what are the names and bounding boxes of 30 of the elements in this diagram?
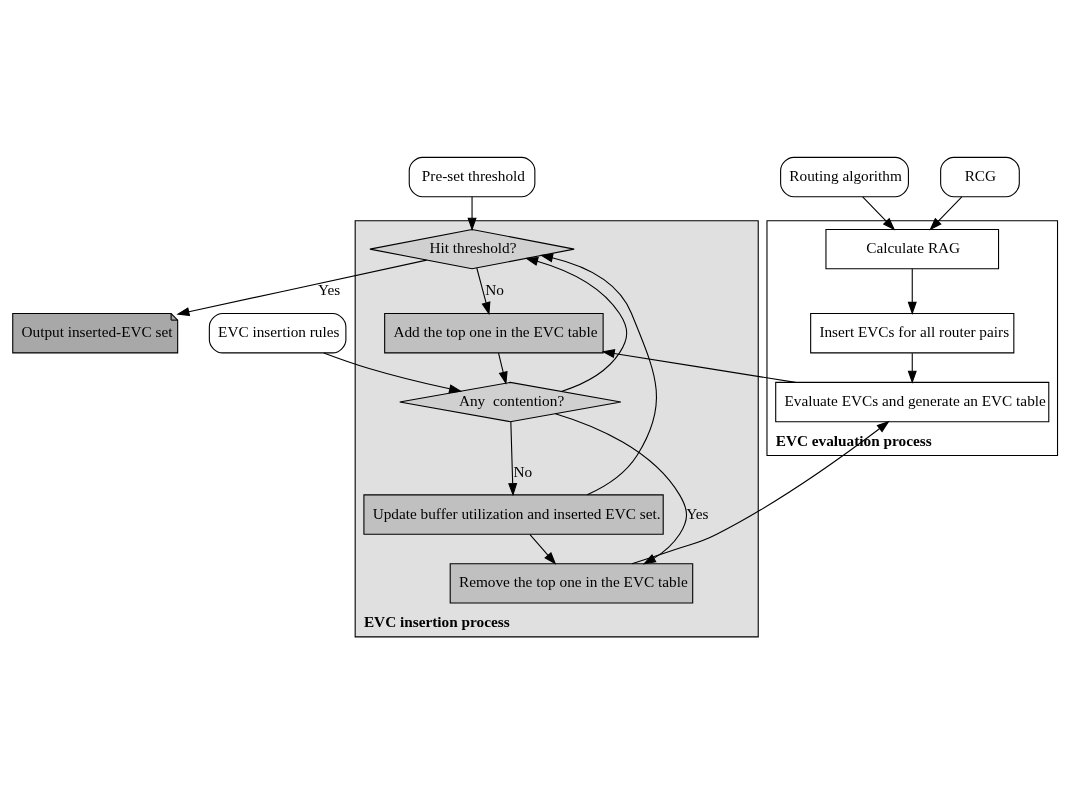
edge-label: Yes (686, 504, 709, 522)
node-box: Evaluate EVCs and generate an EVC table (775, 381, 1050, 422)
arrow (476, 266, 491, 315)
node-box: Remove the top one in the EVC table (449, 562, 694, 604)
arrow (907, 352, 917, 384)
arrow (323, 351, 463, 393)
arrow (554, 412, 688, 564)
arrow (508, 420, 518, 496)
node-box: Pre-set threshold (408, 156, 536, 197)
arrow (907, 267, 917, 315)
edge-label: Yes (318, 280, 341, 298)
arrow (467, 195, 477, 231)
node-box: Insert EVCs for all router pairs (810, 312, 1015, 353)
edge-label: No (485, 280, 504, 298)
node-box: Calculate RAG (825, 228, 1000, 269)
arrow (631, 420, 890, 564)
arrow (929, 195, 963, 230)
edge-label: No (513, 462, 533, 480)
node-box: RCG (940, 156, 1020, 197)
node-box: EVC insertion rules (208, 312, 347, 353)
arrow (529, 533, 557, 565)
node-box: Routing algorithm (780, 156, 909, 197)
arrow (862, 195, 896, 230)
node-box: Update buffer utilization and inserted EVC set. (363, 493, 664, 535)
arrow (525, 256, 628, 392)
node-box: Add the top one in the EVC table (384, 312, 604, 353)
arrow (498, 352, 508, 385)
arrow (176, 259, 428, 316)
arrow (539, 252, 658, 495)
arrow (601, 348, 796, 383)
